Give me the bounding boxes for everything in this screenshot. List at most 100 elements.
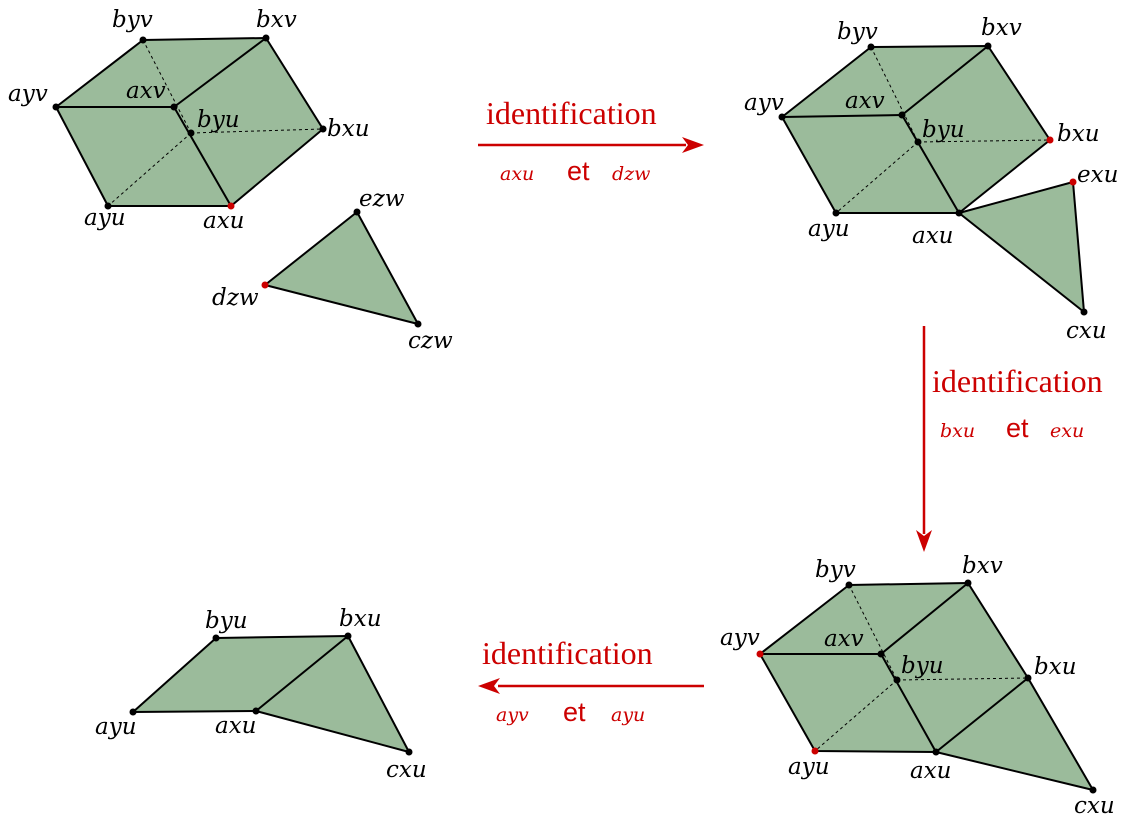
triangle-face [256,636,409,752]
step-left-vertex: axu [500,163,534,185]
vertex-byu [212,634,220,642]
prism-edge [935,677,1029,753]
vertex-bxu [319,125,327,133]
prism-face-front [760,654,936,752]
vertex-byv [845,581,853,589]
vertex-ayv [756,650,764,658]
vertex-axv [898,111,906,119]
step-left-vertex: bxu [940,420,975,442]
vertex-ayv [778,113,786,121]
vertex-byu [187,129,195,137]
vertex-label: axu [203,208,245,234]
prism-outline [759,582,1094,791]
vertex-label: bxu [327,116,370,142]
arrow-head [682,137,704,153]
vertex-label: ayv [8,81,48,107]
triangle-outline [958,181,1085,313]
vertex-byu [893,676,901,684]
final-edge [255,635,349,712]
vertex-label: cxu [386,757,427,783]
vertex-ayu [129,708,137,716]
vertex-label: dzw [212,285,259,311]
square-face [133,636,348,712]
hidden-edge [896,677,1029,681]
vertex-byu [914,138,922,146]
vertex-axu [252,707,260,715]
vertex-label: byu [197,107,240,133]
step-left-vertex: ayv [496,704,529,726]
vertex-ayu [832,209,840,217]
vertex-axu [932,748,940,756]
prism-face-front [782,115,959,213]
step-right-vertex: exu [1050,420,1084,442]
vertex-label: byu [205,608,248,634]
vertex-axv [877,650,885,658]
vertex-label: bxu [339,606,382,632]
hidden-edge [107,132,192,207]
step-title: identification [932,363,1103,399]
vertex-byv [867,43,875,51]
vertex-bxv [262,34,270,42]
vertex-axv [170,103,178,111]
triangle-face [265,212,418,324]
vertex-label: ayu [95,714,137,740]
vertex-label: byu [922,117,965,143]
vertex-bxu [1046,136,1054,144]
prism-edge [173,37,267,108]
vertex-cxu [405,748,413,756]
vertex-exu [1069,178,1077,186]
step-3-annotation: identification ayv et ayu [478,635,704,727]
prism-face-top [760,583,968,654]
step-title: identification [486,95,657,131]
arrow-head [478,678,500,694]
prism-edge [901,114,960,214]
vertex-label: bxv [962,553,1003,579]
vertex-label: axv [126,78,166,104]
vertex-label: byv [837,19,878,45]
vertex-cxu [1089,786,1097,794]
step-connector: et [563,697,586,727]
vertex-dzw [261,281,269,289]
vertex-byv [139,36,147,44]
hidden-edge [814,679,898,752]
step-1-annotation: identification axu et dzw [478,95,704,186]
prism-face-top [782,46,988,117]
vertex-label: bxu [1057,121,1100,147]
vertex-label: byu [901,653,944,679]
step-right-vertex: dzw [612,163,650,185]
vertex-bxv [964,579,972,587]
prism-face-top [56,38,266,107]
vertex-label: ezw [359,186,405,212]
prism-edge [173,106,232,207]
vertex-label: ayu [808,216,850,242]
vertex-ayu [104,202,112,210]
vertex-ezw [353,208,361,216]
vertex-label: axu [215,713,257,739]
vertex-label: cxu [1066,318,1107,344]
step-right-vertex: ayu [611,704,645,726]
vertex-label: czw [408,328,453,354]
vertex-label: axv [845,88,885,114]
vertex-ayv [52,103,60,111]
prism-edge [880,582,969,655]
hidden-edge [917,139,1051,143]
prism-edge [781,114,903,118]
step-connector: et [567,156,590,186]
vertex-label: bxv [256,7,297,33]
step-2-annotation: identification bxu et exu [916,326,1103,552]
vertex-bxu [1024,674,1032,682]
vertex-label: axu [910,758,952,784]
vertex-label: ayv [744,90,784,116]
vertex-ayu [811,747,819,755]
step-title: identification [482,635,653,671]
triangle-outline [264,211,419,325]
vertex-label: bxv [981,15,1022,41]
vertex-label: axv [824,626,864,652]
vertex-axu [955,209,963,217]
final-outline [132,635,410,753]
diagram-after-step-2: byv bxv ayv axv byu bxu ayu axu cxu [720,553,1115,818]
vertex-bxv [984,42,992,50]
vertex-label: byv [815,557,856,583]
diagram-initial: byv bxv ayv axv byu bxu ayu axu ezw dzw … [8,7,453,354]
vertex-label: ayu [84,205,126,231]
